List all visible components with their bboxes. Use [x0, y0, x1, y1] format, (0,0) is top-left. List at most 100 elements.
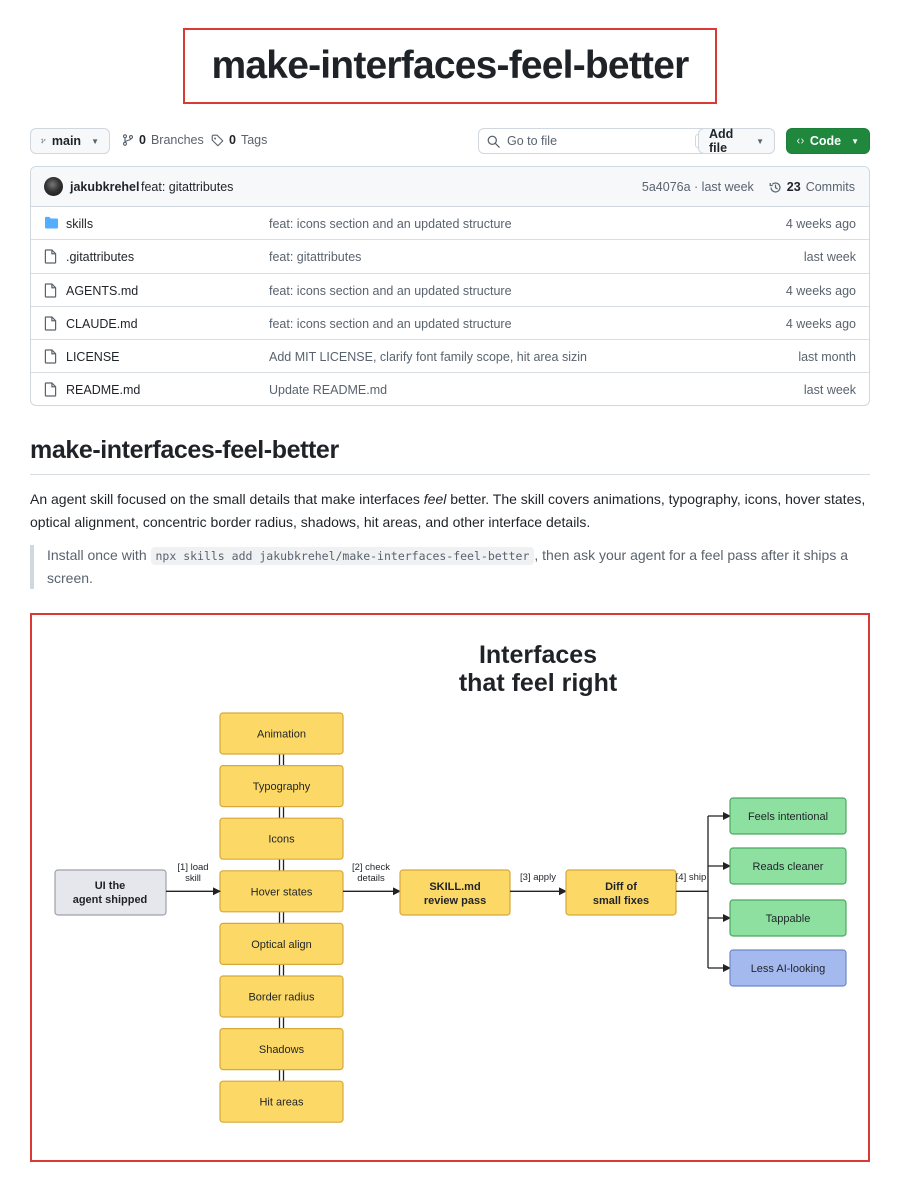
tag-icon — [211, 134, 224, 146]
file-commit-message[interactable]: Update README.md — [269, 383, 388, 398]
desc-text: better. The skill covers animations, typ… — [30, 491, 866, 530]
file-icon — [44, 316, 57, 331]
start-node-label: agent shipped — [73, 894, 148, 906]
file-commit-message[interactable]: Add MIT LICENSE, clarify font family sco… — [269, 350, 587, 365]
commit-meta: 5a4076a · last week 23 Commits — [642, 180, 855, 194]
file-icon — [44, 282, 57, 298]
file-commit-date: last week — [803, 250, 856, 265]
repo-title: make-interfaces-feel-better — [211, 44, 690, 87]
file-row[interactable]: skills feat: icons section and an updated… — [31, 207, 869, 241]
readme-heading: make-interfaces-feel-better — [30, 436, 870, 475]
file-name[interactable]: .gitattributes — [66, 250, 135, 265]
skill-node — [219, 712, 344, 755]
skill-node-label: Typography — [253, 781, 311, 793]
file-name[interactable]: skills — [66, 217, 94, 231]
tags-label: Tags — [240, 133, 268, 147]
file-commit-date: last month — [798, 350, 856, 365]
file-icon — [44, 249, 57, 264]
tags-link[interactable]: 0 Tags — [211, 133, 267, 147]
search-icon — [487, 135, 500, 148]
folder-icon-wrap — [44, 216, 59, 232]
review-node — [399, 869, 511, 916]
add-file-label: Add file — [709, 127, 734, 155]
file-icon-wrap — [44, 349, 57, 367]
skill-node-label: Animation — [257, 729, 306, 741]
file-list: jakubkrehel feat: gitattributes 5a4076a … — [30, 166, 870, 406]
folder-icon — [45, 216, 58, 229]
edge-label: [2] check — [352, 862, 390, 873]
file-commit-message[interactable]: feat: icons section and an updated struc… — [269, 217, 512, 231]
file-commit-message[interactable]: feat: icons section and an updated struc… — [269, 316, 512, 331]
outcome-node-label: Less AI-looking — [751, 963, 826, 975]
skill-node-label: Optical align — [251, 939, 312, 951]
branches-label: Branches — [150, 133, 204, 147]
edge-label: [1] load — [177, 862, 208, 873]
file-name[interactable]: AGENTS.md — [66, 283, 139, 298]
install-blockquote: Install once with npx skills add jakubkr… — [30, 545, 870, 589]
file-commit-date: 4 weeks ago — [785, 316, 856, 331]
file-icon — [44, 382, 57, 398]
file-row[interactable]: .gitattributes feat: gitattributes last we… — [31, 240, 869, 274]
file-name[interactable]: CLAUDE.md — [66, 316, 138, 331]
file-row[interactable]: AGENTS.md feat: icons section and an upda… — [31, 274, 869, 307]
branch-icon — [41, 138, 46, 144]
file-commit-date: 4 weeks ago — [785, 283, 856, 298]
skill-node-label: Border radius — [248, 992, 315, 1004]
file-rows: skills feat: icons section and an updated… — [31, 207, 869, 405]
file-commit-date: 4 weeks ago — [785, 217, 856, 231]
chevron-down-icon: ▼ — [756, 136, 764, 146]
outcome-node — [729, 847, 847, 885]
skill-node-label: Icons — [268, 834, 295, 846]
review-node-label: SKILL.md — [429, 881, 480, 893]
commit-count[interactable]: 23 — [786, 180, 801, 194]
skill-node — [219, 975, 344, 1018]
outcome-node-label: Reads cleaner — [753, 861, 824, 873]
history-icon — [769, 181, 781, 193]
outcome-node — [729, 899, 847, 937]
avatar[interactable] — [44, 177, 63, 196]
skill-node — [219, 817, 344, 860]
quote-text: Install once with — [47, 547, 151, 563]
go-to-file-input[interactable]: Go to file t — [478, 128, 716, 154]
file-name[interactable]: README.md — [66, 383, 141, 398]
branch-selector[interactable]: main ▼ — [30, 128, 110, 154]
edge-label: [3] apply — [520, 872, 556, 883]
file-commit-message[interactable]: feat: gitattributes — [269, 250, 362, 265]
commit-message[interactable]: feat: gitattributes — [141, 180, 234, 194]
diff-node-label: small fixes — [593, 895, 649, 907]
chevron-down-icon: ▼ — [91, 136, 99, 146]
file-name[interactable]: LICENSE — [66, 350, 120, 365]
edge-label: skill — [185, 873, 201, 884]
edge-label: details — [357, 873, 385, 884]
outcome-node — [729, 797, 847, 835]
file-row[interactable]: CLAUDE.md feat: icons section and an upda… — [31, 307, 869, 341]
install-command[interactable]: npx skills add jakubkrehel/make-interfac… — [150, 547, 535, 565]
review-node-label: review pass — [424, 895, 486, 907]
file-commit-message[interactable]: feat: icons section and an updated struc… — [269, 283, 512, 298]
branch-name: main — [51, 134, 82, 148]
file-row[interactable]: LICENSE Add MIT LICENSE, clarify font fam… — [31, 340, 869, 374]
desc-text: An agent skill focused on the small deta… — [30, 491, 424, 507]
branches-link[interactable]: 0 Branches — [122, 133, 204, 147]
diff-node — [565, 869, 677, 916]
repo-title-box: make-interfaces-feel-better — [183, 28, 717, 104]
file-icon-wrap — [44, 382, 57, 400]
start-node-label: UI the — [95, 880, 126, 892]
commit-author[interactable]: jakubkrehel — [70, 180, 140, 194]
latest-commit-bar: jakubkrehel feat: gitattributes 5a4076a … — [31, 167, 869, 207]
code-button[interactable]: Code ▼ — [786, 128, 870, 154]
search-placeholder: Go to file — [507, 134, 558, 148]
outcome-node-label: Tappable — [766, 913, 811, 925]
code-icon — [797, 138, 804, 144]
add-file-button[interactable]: Add file ▼ — [698, 127, 775, 155]
file-icon-wrap — [44, 282, 57, 301]
commit-hash-time[interactable]: 5a4076a · last week — [641, 180, 754, 194]
skill-node — [219, 1080, 344, 1123]
repo-toolbar: main ▼ 0 Branches 0 Tags Go to file t Ad… — [30, 127, 870, 155]
code-label: Code — [809, 134, 842, 148]
commit-count-label[interactable]: Commits — [805, 180, 855, 194]
diff-node-label: Diff of — [605, 881, 637, 893]
